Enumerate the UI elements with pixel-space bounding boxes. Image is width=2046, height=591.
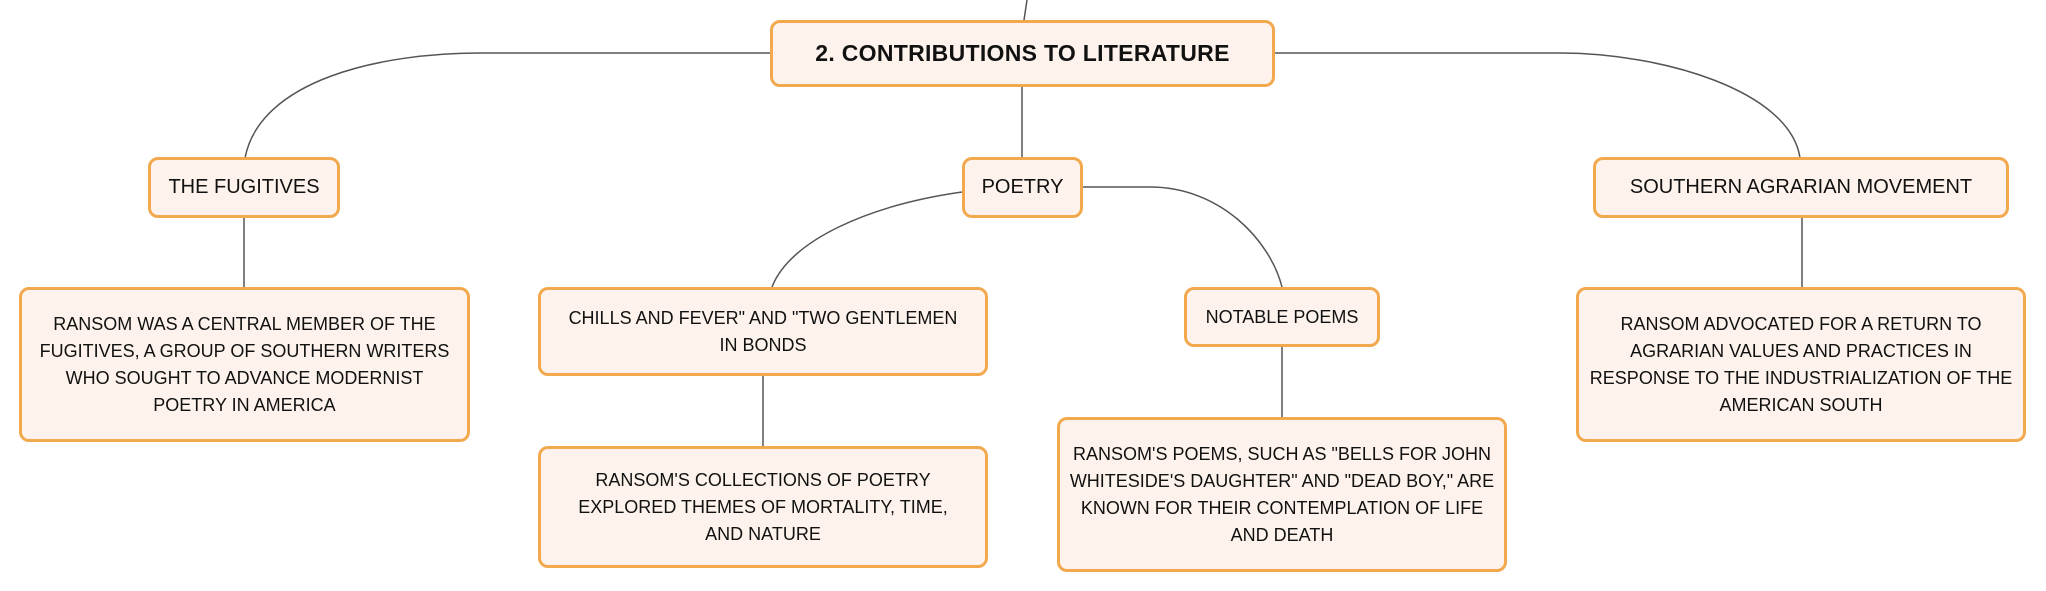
agrarian-topic-node[interactable]: SOUTHERN AGRARIAN MOVEMENT xyxy=(1593,157,2009,218)
collections-subtopic-node[interactable]: CHILLS AND FEVER" AND "TWO GENTLEMEN IN … xyxy=(538,287,988,376)
edge-poetry-to-collections xyxy=(771,191,963,288)
notable-poems-subtopic-label: NOTABLE POEMS xyxy=(1205,306,1359,327)
fugitives-topic-node[interactable]: THE FUGITIVES xyxy=(148,157,340,218)
edge-poetry-to-notable xyxy=(1083,186,1283,288)
fugitives-detail-node[interactable]: RANSOM WAS A CENTRAL MEMBER OF THE FUGIT… xyxy=(19,287,470,442)
poetry-topic-label: POETRY xyxy=(981,176,1064,198)
notable-poems-detail-text: RANSOM'S POEMS, SUCH AS "BELLS FOR JOHN … xyxy=(1069,443,1495,545)
root-topic-label: 2. CONTRIBUTIONS TO LITERATURE xyxy=(815,40,1230,66)
edge-parent-to-root xyxy=(1023,0,1028,21)
edge-root-to-agrarian xyxy=(1275,52,1801,159)
poetry-topic-node[interactable]: POETRY xyxy=(962,157,1083,218)
collections-subtopic-label: CHILLS AND FEVER" AND "TWO GENTLEMEN IN … xyxy=(568,307,958,355)
agrarian-detail-node[interactable]: RANSOM ADVOCATED FOR A RETURN TO AGRARIA… xyxy=(1576,287,2026,442)
collections-detail-text: RANSOM'S COLLECTIONS OF POETRY EXPLORED … xyxy=(578,469,948,544)
notable-poems-detail-node[interactable]: RANSOM'S POEMS, SUCH AS "BELLS FOR JOHN … xyxy=(1057,417,1507,572)
fugitives-topic-label: THE FUGITIVES xyxy=(168,176,320,198)
collections-detail-node[interactable]: RANSOM'S COLLECTIONS OF POETRY EXPLORED … xyxy=(538,446,988,568)
root-topic-node[interactable]: 2. CONTRIBUTIONS TO LITERATURE xyxy=(770,20,1275,87)
notable-poems-subtopic-node[interactable]: NOTABLE POEMS xyxy=(1184,287,1380,347)
fugitives-detail-text: RANSOM WAS A CENTRAL MEMBER OF THE FUGIT… xyxy=(39,313,450,415)
agrarian-detail-text: RANSOM ADVOCATED FOR A RETURN TO AGRARIA… xyxy=(1589,313,2013,415)
agrarian-topic-label: SOUTHERN AGRARIAN MOVEMENT xyxy=(1629,176,1973,198)
edge-root-to-fugitives xyxy=(244,52,770,159)
